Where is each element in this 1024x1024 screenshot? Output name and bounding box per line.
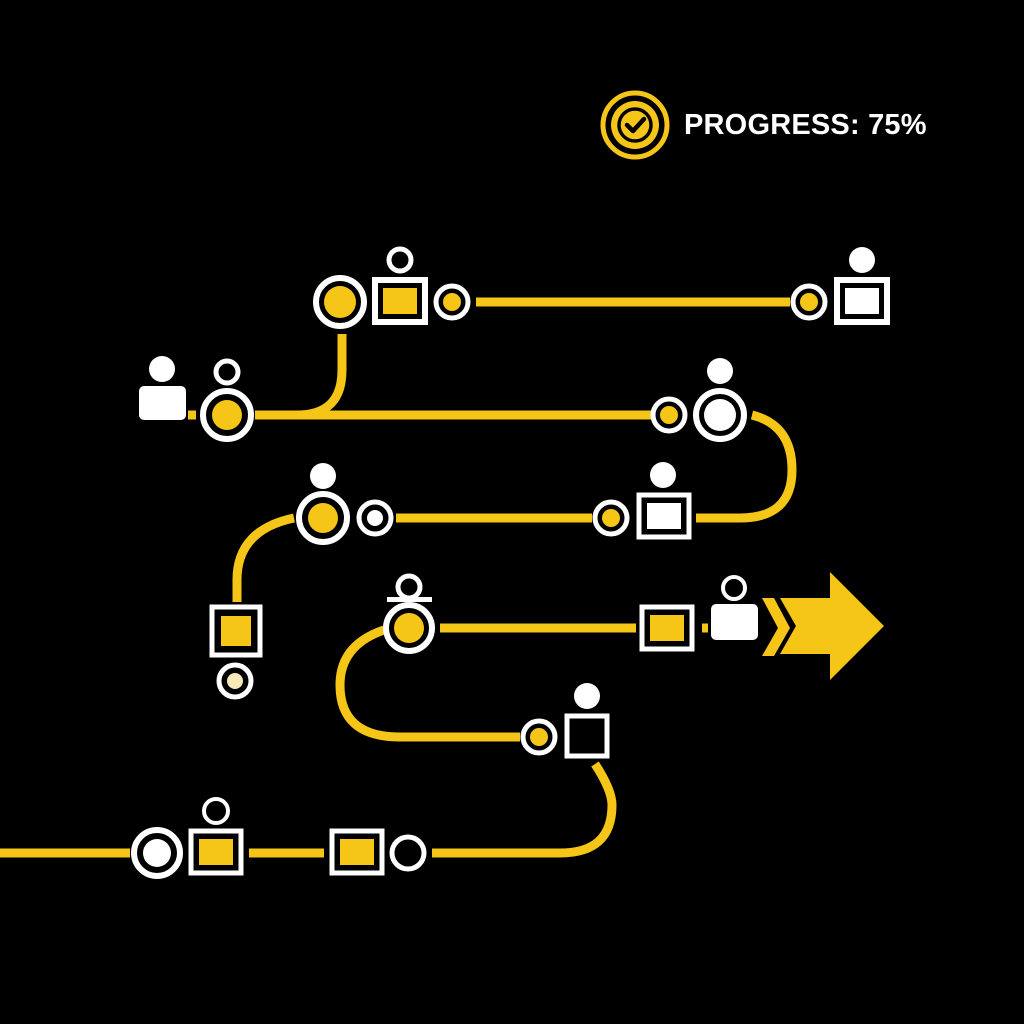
node-person-circle-filled — [296, 463, 350, 545]
node-circle-small-filled — [592, 499, 630, 537]
person-icon — [139, 356, 186, 420]
node-person-circle-white — [693, 358, 747, 442]
check-circle-icon — [600, 90, 670, 160]
node-square-filled — [639, 604, 695, 652]
connector-curve-row2-row3 — [696, 410, 797, 523]
node-person-square-white — [834, 247, 890, 325]
node-circle-small-filled — [433, 283, 471, 321]
node-person-circle-filled — [200, 358, 254, 442]
node-circle-light — [216, 662, 254, 700]
connector-row3-left — [232, 513, 295, 602]
node-person-circle-filled — [383, 573, 435, 654]
node-person-square-filled — [188, 797, 244, 876]
node-person-square-empty — [564, 683, 610, 759]
connector-curve-row5-row6 — [432, 761, 617, 858]
node-square-filled — [209, 604, 263, 658]
node-circle-small-filled — [520, 718, 558, 756]
person-icon — [711, 575, 758, 640]
node-circle-white — [131, 827, 183, 879]
node-circle-empty — [389, 834, 427, 872]
progress-indicator: PROGRESS: 75% — [600, 90, 927, 160]
node-person-square-white — [636, 462, 692, 540]
connector-curve-row4-row5 — [335, 625, 520, 742]
node-circle-small-filled — [650, 396, 688, 434]
node-square-filled — [329, 828, 385, 876]
node-circle-filled — [313, 275, 367, 329]
node-circle-small-filled — [790, 283, 828, 321]
progress-label: PROGRESS: 75% — [684, 108, 927, 141]
node-person-square-filled — [372, 246, 428, 325]
connector-branch-row1-row2 — [255, 334, 347, 420]
arrow-right-icon — [762, 572, 884, 680]
node-circle-white — [356, 499, 394, 537]
